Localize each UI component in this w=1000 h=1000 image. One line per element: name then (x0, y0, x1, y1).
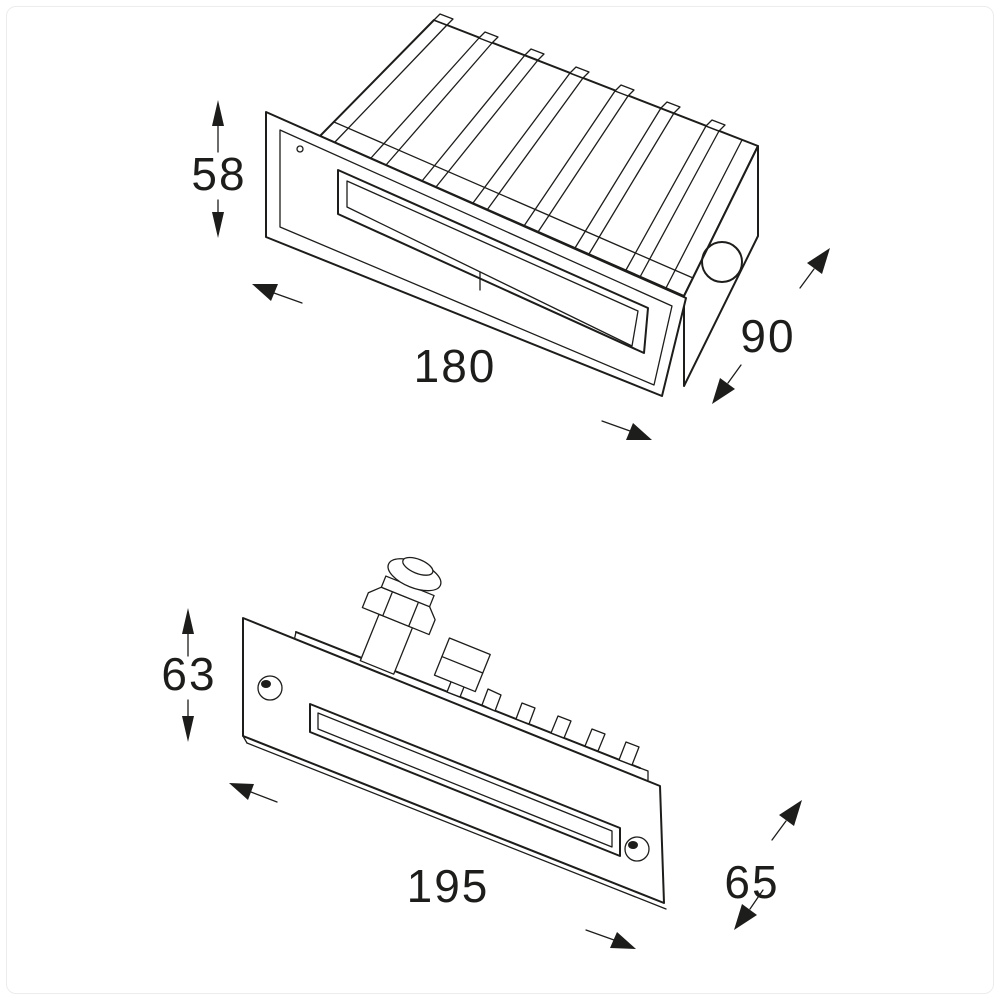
fin-line (435, 59, 539, 188)
fin-line (385, 42, 493, 166)
dim-label-width-bottom: 195 (407, 860, 490, 912)
fin-line (472, 72, 571, 204)
fin-line (574, 107, 662, 249)
fin-line (588, 112, 675, 255)
dimension-line (273, 292, 303, 304)
fin-end (614, 84, 635, 97)
lamp-body-ribs (446, 676, 640, 766)
arrow-up-icon (212, 100, 224, 126)
fin-end (478, 31, 499, 44)
dimension-line (749, 889, 764, 910)
light-aperture-inner (346, 180, 639, 347)
dimension-line (771, 820, 787, 841)
faceplate-thickness-edge (246, 742, 667, 910)
screw-hole (624, 836, 650, 862)
fin-line (625, 125, 707, 271)
housing-fins (333, 13, 743, 289)
dimension-width-top: 180 (252, 284, 652, 440)
gland-cap (402, 556, 434, 576)
fin-line (486, 77, 584, 211)
faceplate-bevel (279, 129, 673, 386)
dimension-height-bottom: 63 (161, 608, 216, 742)
screw-hole-highlight (628, 841, 638, 849)
rib (481, 688, 502, 712)
arrow-left-icon (252, 284, 278, 301)
arrow-down-left-icon (712, 378, 735, 404)
fin-end (524, 48, 545, 61)
dimension-line (601, 420, 631, 432)
lamp-body-top-edge (295, 631, 641, 769)
dim-label-height-bottom: 63 (161, 648, 216, 700)
dimension-line (799, 268, 815, 289)
arrow-down-left-icon (734, 904, 757, 930)
arrow-up-right-icon (807, 248, 830, 274)
arrow-right-icon (610, 932, 636, 949)
fin-line (523, 90, 616, 227)
fin-line (421, 54, 526, 182)
dimension-depth-bottom: 65 (724, 800, 802, 930)
dim-label-depth-bottom: 65 (724, 856, 779, 908)
top-view-faceplate (265, 111, 687, 397)
rib (584, 728, 606, 752)
arrow-down-icon (182, 716, 194, 742)
housing-side-face (683, 145, 759, 387)
bottom-view-lamp-body (293, 631, 649, 781)
dim-label-depth-top: 90 (740, 310, 795, 362)
dimension-line (250, 791, 278, 803)
rib (550, 715, 572, 739)
dim-label-height-top: 58 (191, 148, 246, 200)
rib (618, 741, 640, 766)
gland-nut-facet (408, 602, 419, 627)
arrow-up-icon (182, 608, 194, 634)
arrow-right-icon (626, 423, 652, 440)
top-view-housing (319, 13, 759, 387)
light-aperture-outer (337, 169, 649, 354)
gland-nut-facet (382, 591, 393, 617)
fin-line (334, 24, 448, 143)
cable-gland (359, 556, 442, 675)
arrow-left-icon (229, 783, 254, 800)
fin-end (569, 66, 590, 79)
dimension-height-top: 58 (191, 100, 246, 238)
housing-rim-line (333, 121, 694, 279)
light-slot-inner (317, 712, 613, 848)
fin-line (665, 139, 743, 289)
fin-line (639, 130, 720, 278)
fin-end (433, 13, 454, 26)
fixing-hole (296, 145, 304, 153)
holder-block-line (441, 655, 484, 674)
dimension-width-bottom: 195 (229, 783, 636, 949)
fin-end (705, 119, 726, 132)
lamp-holder-block (433, 637, 491, 693)
bottom-view-faceplate (242, 617, 667, 910)
fin-line (370, 37, 480, 159)
dim-label-width-top: 180 (414, 340, 497, 392)
dimension-line (727, 364, 742, 384)
light-slot-outer (309, 703, 621, 857)
fin-line (537, 95, 629, 233)
rib (515, 702, 536, 725)
dimension-depth-top: 90 (712, 248, 830, 404)
screw-hole-highlight (261, 680, 271, 688)
bottom-view: 63 195 65 (161, 556, 802, 949)
faceplate-corner-edge (242, 735, 248, 744)
dimension-line (585, 929, 615, 941)
fin-end (660, 101, 681, 114)
cable-knockout-hole (701, 241, 743, 283)
top-view: 58 180 90 (191, 13, 830, 440)
arrow-up-right-icon (779, 800, 802, 826)
screw-hole (257, 675, 283, 701)
lamp-body-right-end (639, 767, 649, 781)
arrow-down-icon (212, 212, 224, 238)
